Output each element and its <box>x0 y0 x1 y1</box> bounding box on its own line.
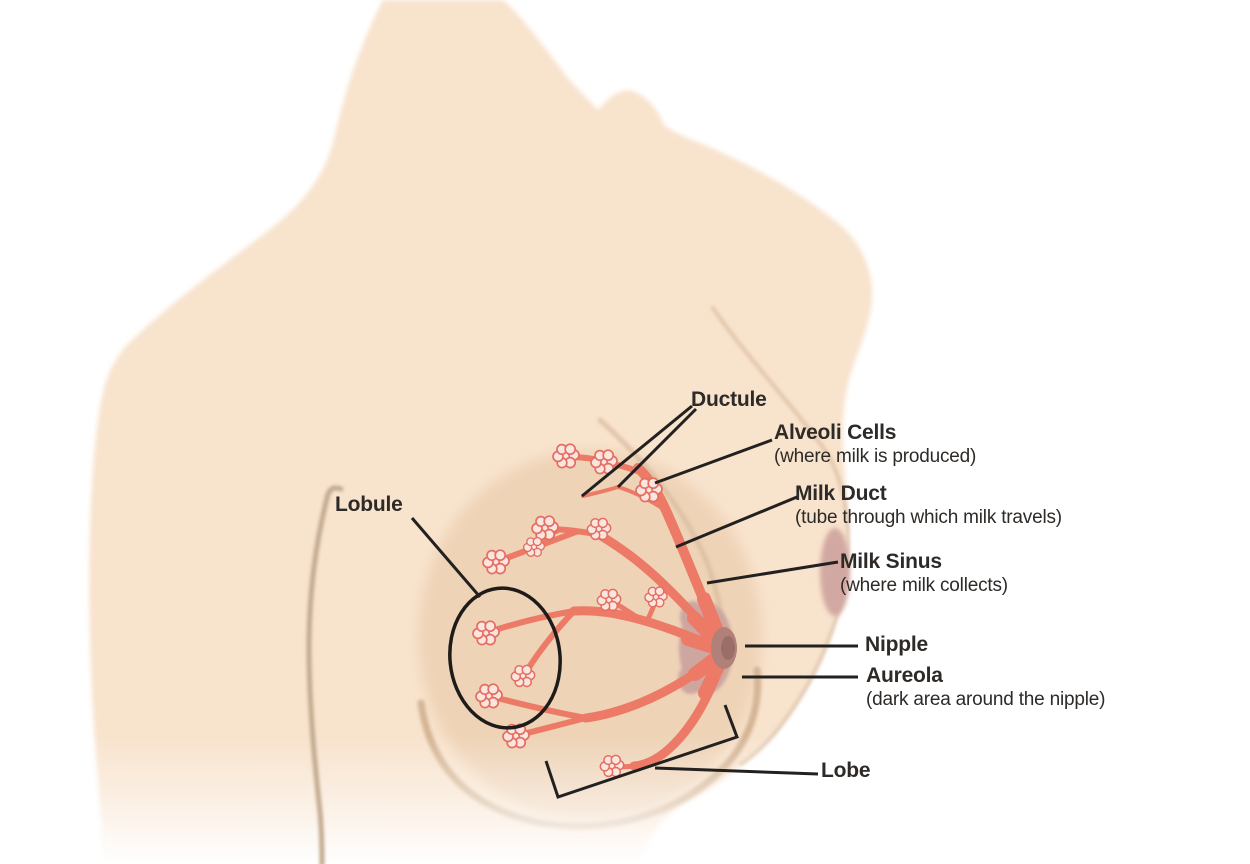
label-aureola-title: Aureola <box>866 664 943 687</box>
breast-upper-curve <box>597 417 726 635</box>
label-alveoli-cells-subtitle: (where milk is produced) <box>774 446 977 467</box>
label-milk-duct-subtitle: (tube through which milk travels) <box>795 507 1062 528</box>
alveoli-cluster <box>482 549 510 575</box>
alveoli-cluster <box>472 620 500 646</box>
label-nipple-title: Nipple <box>865 633 928 656</box>
label-aureola-subtitle: (dark area around the nipple) <box>866 689 1106 710</box>
far-areola <box>820 528 850 616</box>
lobe-bracket <box>544 704 739 799</box>
annotation-lines <box>410 404 858 799</box>
alveoli-cluster <box>552 443 580 469</box>
pointer-ductule-2 <box>616 407 698 489</box>
pointer-milk-duct <box>675 495 798 549</box>
lobule-circle <box>448 586 562 730</box>
label-nipple: Nipple <box>865 632 928 657</box>
alveoli-cluster <box>599 754 625 778</box>
alveoli-cluster <box>475 683 503 709</box>
label-lobule: Lobule <box>335 492 403 517</box>
label-milk-sinus-title: Milk Sinus <box>840 550 942 573</box>
label-ductule-title: Ductule <box>691 388 767 411</box>
bottom-fade <box>0 736 1250 864</box>
label-lobule-title: Lobule <box>335 493 403 516</box>
label-aureola: Aureola (dark area around the nipple) <box>866 663 1105 712</box>
alveoli-cluster <box>596 588 622 612</box>
label-milk-sinus: Milk Sinus (where milk collects) <box>840 549 1008 598</box>
label-milk-duct: Milk Duct (tube through which milk trave… <box>795 481 1062 530</box>
nipple-shape <box>711 627 737 669</box>
pointer-ductule-1 <box>581 404 693 498</box>
label-lobe: Lobe <box>821 758 871 783</box>
label-alveoli-cells: Alveoli Cells (where milk is produced) <box>774 420 976 469</box>
pointer-lobule <box>410 517 482 598</box>
alveoli-cluster <box>586 517 612 541</box>
label-lobe-title: Lobe <box>821 759 871 782</box>
pointer-lobe <box>654 766 819 776</box>
pointer-milk-sinus <box>706 560 839 585</box>
arm-line <box>306 485 344 864</box>
pointer-alveoli-cells <box>654 438 773 485</box>
label-ductule: Ductule <box>691 387 767 412</box>
label-milk-sinus-subtitle: (where milk collects) <box>840 575 1008 596</box>
label-alveoli-cells-title: Alveoli Cells <box>774 421 897 444</box>
alveoli-cluster <box>644 586 668 608</box>
alveoli-cluster <box>531 515 559 541</box>
label-milk-duct-title: Milk Duct <box>795 482 887 505</box>
alveoli-cluster <box>522 536 546 557</box>
alveoli-cluster <box>510 664 536 688</box>
